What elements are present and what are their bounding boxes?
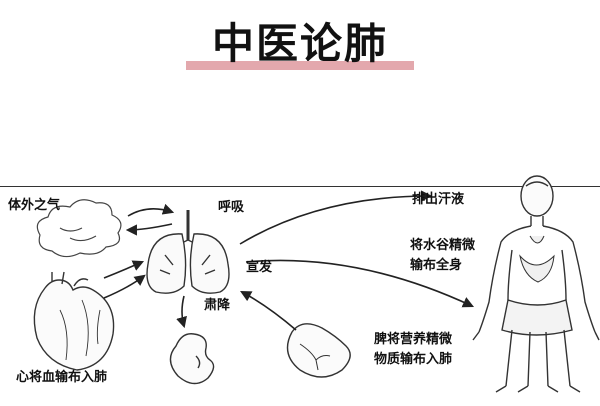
label-water-grain-line1: 将水谷精微 bbox=[410, 238, 476, 253]
human-figure-icon bbox=[472, 175, 600, 393]
heart-icon bbox=[33, 271, 115, 371]
lungs-icon bbox=[146, 210, 230, 294]
title-underline bbox=[186, 61, 414, 70]
label-spleen-line1: 脾将营养精微 bbox=[374, 332, 453, 347]
label-heart-blood: 心将血输布入肺 bbox=[16, 370, 108, 385]
label-spleen-line2: 物质输布入肺 bbox=[374, 352, 453, 367]
label-breathing: 呼吸 bbox=[218, 200, 245, 215]
divider-line bbox=[0, 186, 600, 187]
page-title: 中医论肺 bbox=[211, 19, 388, 68]
arrow-external-to-lungs bbox=[127, 203, 175, 217]
arrow-lungs-to-kidney bbox=[176, 295, 187, 329]
label-sweat: 排出汗液 bbox=[412, 192, 465, 207]
kidney-icon bbox=[169, 333, 215, 385]
arrow-spleen-to-lungs bbox=[240, 290, 297, 331]
arrow-heart-to-lungs-2 bbox=[103, 274, 146, 299]
cloud-icon bbox=[36, 199, 122, 258]
label-external-qi: 体外之气 bbox=[8, 198, 61, 213]
arrow-to-body bbox=[245, 259, 475, 308]
arrow-lungs-to-external bbox=[125, 223, 173, 236]
label-disperse: 宣发 bbox=[246, 260, 273, 275]
arrow-heart-to-lungs-1 bbox=[103, 260, 145, 279]
flow-arrows bbox=[103, 190, 475, 331]
arrow-to-sweat bbox=[239, 190, 433, 245]
label-descend: 肃降 bbox=[204, 298, 231, 313]
spleen-icon bbox=[286, 323, 351, 378]
label-water-grain-line2: 输布全身 bbox=[410, 258, 463, 273]
